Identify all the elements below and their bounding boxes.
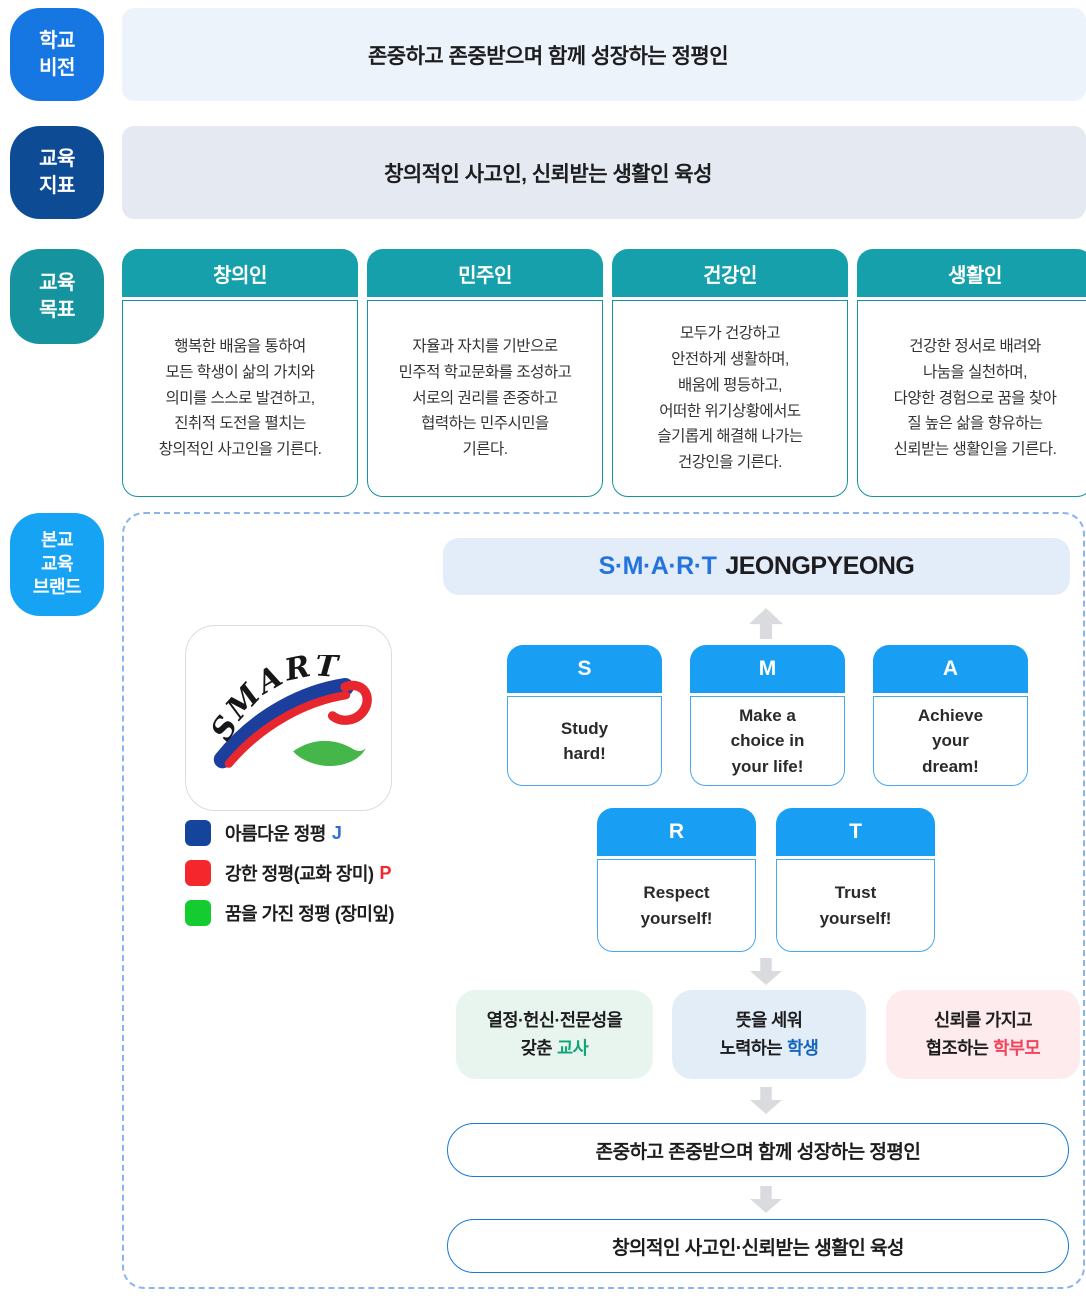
legend-square-green <box>185 900 211 926</box>
legend-label: 꿈을 가진 정평 (장미잎) <box>225 904 395 924</box>
legend-item-p: 강한 정평(교화 장미) P <box>185 860 400 886</box>
smart-card-s: S Study hard! <box>507 645 662 786</box>
objective-cards: 창의인 행복한 배움을 통하여 모든 학생이 삶의 가치와 의미를 스스로 발견… <box>122 249 1086 497</box>
school-vision-banner: 존중하고 존중받으며 함께 성장하는 정평인 <box>122 8 1086 101</box>
smart-card-t: T Trust yourself! <box>776 808 935 952</box>
smart-card-letter: T <box>776 808 935 856</box>
objective-card-living: 생활인 건강한 정서로 배려와 나눔을 실천하며, 다양한 경험으로 꿈을 찾아… <box>857 249 1086 497</box>
legend-square-red <box>185 860 211 886</box>
smart-card-a: A Achieve your dream! <box>873 645 1028 786</box>
smart-logo-card: SMART <box>185 625 392 811</box>
objective-card-title: 건강인 <box>612 249 848 297</box>
objective-card-body: 건강한 정서로 배려와 나눔을 실천하며, 다양한 경험으로 꿈을 찾아 질 높… <box>857 300 1086 497</box>
objective-card-body: 모두가 건강하고 안전하게 생활하며, 배움에 평등하고, 어떠한 위기상황에서… <box>612 300 848 497</box>
smart-card-text: Respect yourself! <box>597 859 756 952</box>
legend-label: 아름다운 정평 <box>225 824 326 844</box>
brand-dashed-box <box>122 512 1085 1289</box>
smart-card-letter: A <box>873 645 1028 693</box>
education-objectives-badge: 교육 목표 <box>10 249 104 344</box>
objective-card-body: 행복한 배움을 통하여 모든 학생이 삶의 가치와 의미를 스스로 발견하고, … <box>122 300 358 497</box>
objective-card-title: 창의인 <box>122 249 358 297</box>
education-indicator-banner: 창의적인 사고인, 신뢰받는 생활인 육성 <box>122 126 1086 219</box>
brand-title-smart: S·M·A·R·T <box>598 552 717 580</box>
brand-legend: 아름다운 정평 J 강한 정평(교화 장미) P 꿈을 가진 정평 (장미잎) <box>185 820 400 940</box>
objective-card-title: 민주인 <box>367 249 603 297</box>
legend-item-leaf: 꿈을 가진 정평 (장미잎) <box>185 900 400 926</box>
smart-card-text: Achieve your dream! <box>873 696 1028 786</box>
group-line: 열정·헌신·전문성을 <box>486 1010 623 1031</box>
objective-card-body: 자율과 자치를 기반으로 민주적 학교문화를 조성하고 서로의 권리를 존중하고… <box>367 300 603 497</box>
smart-card-m: M Make a choice in your life! <box>690 645 845 786</box>
brand-title-banner: S·M·A·R·T JEONGPYEONG <box>443 538 1070 595</box>
smart-card-text: Trust yourself! <box>776 859 935 952</box>
objective-card-democratic: 민주인 자율과 자치를 기반으로 민주적 학교문화를 조성하고 서로의 권리를 … <box>367 249 603 497</box>
group-line: 신뢰를 가지고 <box>934 1010 1032 1031</box>
group-keyword-parent: 학부모 <box>993 1037 1041 1058</box>
smart-card-text: Make a choice in your life! <box>690 696 845 786</box>
group-keyword-student: 학생 <box>787 1037 819 1058</box>
legend-keyword: P <box>379 862 392 883</box>
smart-card-letter: M <box>690 645 845 693</box>
smart-card-text: Study hard! <box>507 696 662 786</box>
smart-card-letter: S <box>507 645 662 693</box>
legend-square-blue <box>185 820 211 846</box>
objective-card-title: 생활인 <box>857 249 1086 297</box>
legend-label: 강한 정평(교화 장미) <box>225 864 374 884</box>
outcome-pill-vision: 존중하고 존중받으며 함께 성장하는 정평인 <box>447 1123 1069 1177</box>
smart-card-r: R Respect yourself! <box>597 808 756 952</box>
legend-keyword: J <box>331 822 342 843</box>
group-prefix: 협조하는 <box>925 1037 989 1058</box>
smart-logo-graphic: SMART <box>206 655 372 769</box>
objective-card-creative: 창의인 행복한 배움을 통하여 모든 학생이 삶의 가치와 의미를 스스로 발견… <box>122 249 358 497</box>
group-line: 뜻을 세워 <box>735 1010 803 1031</box>
smart-card-letter: R <box>597 808 756 856</box>
objective-card-healthy: 건강인 모두가 건강하고 안전하게 생활하며, 배움에 평등하고, 어떠한 위기… <box>612 249 848 497</box>
education-indicator-badge: 교육 지표 <box>10 126 104 219</box>
outcome-pill-goal: 창의적인 사고인·신뢰받는 생활인 육성 <box>447 1219 1069 1273</box>
group-prefix: 갖춘 <box>520 1037 553 1058</box>
education-brand-badge: 본교 교육 브랜드 <box>10 513 104 616</box>
school-vision-badge: 학교 비전 <box>10 8 104 101</box>
group-keyword-teacher: 교사 <box>557 1037 589 1058</box>
group-prefix: 노력하는 <box>719 1037 783 1058</box>
brand-title-school: JEONGPYEONG <box>725 552 915 580</box>
legend-item-j: 아름다운 정평 J <box>185 820 400 846</box>
